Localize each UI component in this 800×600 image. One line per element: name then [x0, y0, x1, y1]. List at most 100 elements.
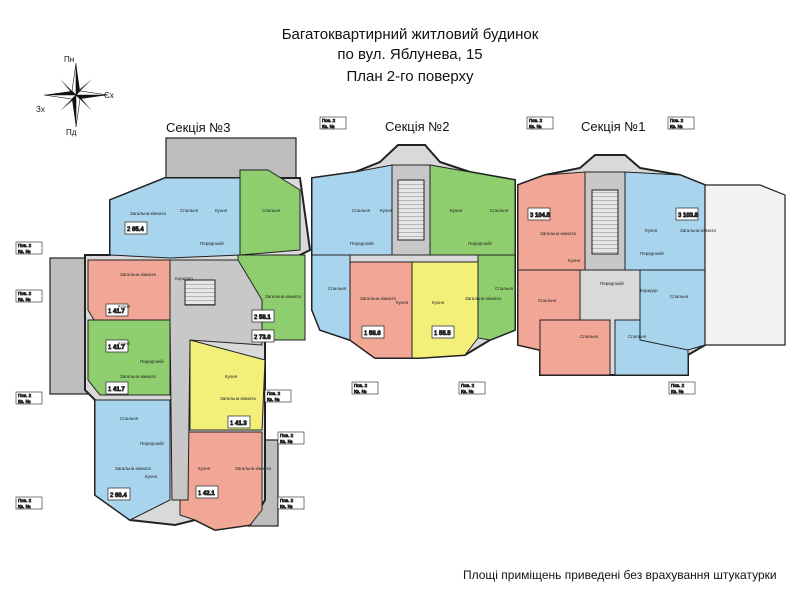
room-label: Передпокій — [200, 240, 224, 246]
room-label: Загальна кімната — [540, 231, 576, 236]
floor-tag: Пов. 2Кв. № — [15, 496, 43, 509]
apartment-number-label: Кв. № — [322, 124, 335, 129]
apartment-room-count: 2 — [254, 315, 258, 321]
room-label: Спальня — [538, 298, 557, 303]
room-label: Передпокій — [600, 280, 624, 286]
apartment-number-label: Кв. № — [18, 249, 31, 254]
room-label: Загальна кімната — [120, 272, 156, 277]
floor-tag: Пов. 2Кв. № — [667, 116, 695, 129]
apt-salmon-bottom-s1 — [539, 319, 611, 376]
compass-east: Сх — [104, 91, 114, 100]
room-label: Спальня — [490, 208, 509, 213]
apt-salmon-top-s1 — [517, 171, 586, 271]
floor-tag: Пов. 2Кв. № — [319, 116, 347, 129]
floor-tag: Пов. 2Кв. № — [15, 289, 43, 302]
apartment-total-area: 41.7 — [113, 345, 125, 351]
room-label: Загальна кімната — [265, 294, 301, 299]
apt-green-top-s3 — [239, 169, 301, 256]
floor-tag-label: Пов. 2 — [670, 118, 684, 123]
room-label: Спальня — [120, 416, 139, 421]
room-label: Кухня — [118, 304, 131, 309]
footnote: Площі приміщень приведені без врахування… — [463, 568, 777, 582]
floor-tag: Пов. 2Кв. № — [15, 391, 43, 404]
apartment-total-area: 73.0 — [259, 335, 271, 341]
apartment-number-label: Кв. № — [671, 389, 684, 394]
floor-tag-label: Пов. 2 — [671, 383, 685, 388]
floor-tag: Пов. 2Кв. № — [458, 381, 486, 394]
room-label: Кухня — [198, 466, 211, 471]
room-label: Кухня — [450, 208, 463, 213]
floor-tag-label: Пов. 2 — [354, 383, 368, 388]
room-label: Кухня — [145, 474, 158, 479]
section-2-label: Секція №2 — [385, 119, 450, 134]
plan-title-line2: по вул. Яблунева, 15 — [337, 46, 483, 63]
apartment-number-label: Кв. № — [461, 389, 474, 394]
room-label: Кухня — [645, 228, 658, 233]
floor-tag: Пов. 2Кв. № — [15, 241, 43, 254]
room-label: Спальня — [495, 286, 514, 291]
room-label: Спальня — [262, 208, 281, 213]
apartment-room-count: 3 — [530, 213, 534, 219]
floor-tag: Пов. 2Кв. № — [351, 381, 379, 394]
apt-salmon-s2 — [349, 261, 413, 359]
stairs-s3 — [184, 279, 216, 306]
room-label: Кухня — [215, 208, 228, 213]
plan-title-line3: План 2-го поверху — [346, 68, 474, 85]
floor-tag: Пов. 2Кв. № — [277, 431, 305, 444]
floor-tag-label: Пов. 2 — [280, 498, 294, 503]
apartment-room-count: 2 — [254, 335, 258, 341]
room-label: Загальна кімната — [235, 466, 271, 471]
floor-tag-label: Пов. 2 — [18, 393, 32, 398]
apt-blue-right-s1 — [639, 269, 706, 351]
apt-blue-top-s1 — [624, 171, 706, 271]
floor-tag-label: Пов. 2 — [18, 291, 32, 296]
room-label: Загальна кімната — [220, 396, 256, 401]
apt-blue-lower-left-s2 — [311, 254, 351, 341]
apartment-number-label: Кв. № — [18, 399, 31, 404]
compass-south: Пд — [66, 128, 77, 137]
apt-yellow-s3 — [189, 339, 266, 431]
apartment-room-count: 2 — [127, 227, 131, 233]
room-label: Спальня — [670, 294, 689, 299]
floor-tag-label: Пов. 2 — [18, 243, 32, 248]
apartment-total-area: 65.4 — [132, 227, 144, 233]
room-label: Спальня — [328, 286, 347, 291]
floor-tag-label: Пов. 2 — [461, 383, 475, 388]
apt-blue-top-s3 — [109, 177, 241, 259]
room-label: Кухня — [396, 300, 409, 305]
apartment-total-area: 55.5 — [439, 331, 451, 337]
compass-west: Зх — [36, 105, 45, 114]
room-label: Передпокій — [640, 250, 664, 256]
compass-rose: Пн Пд Сх Зх — [36, 55, 146, 137]
apt-salmon-bottom-s3 — [179, 431, 263, 531]
room-label: Спальня — [580, 334, 599, 339]
room-label: Загальна кімната — [680, 228, 716, 233]
room-label: Кухня — [380, 208, 393, 213]
apartment-room-count: 3 — [678, 213, 682, 219]
apartment-total-area: 42.1 — [203, 491, 215, 497]
apartment-room-count: 1 — [108, 387, 112, 393]
apartment-total-area: 41.3 — [235, 421, 247, 427]
room-label: Спальня — [352, 208, 371, 213]
apartment-total-area: 58.6 — [369, 331, 381, 337]
apartment-number-label: Кв. № — [267, 397, 280, 402]
apt-yellow-s2 — [411, 261, 479, 359]
room-label: Спальня — [628, 334, 647, 339]
floor-tag-label: Пов. 2 — [529, 118, 543, 123]
apartment-room-count: 1 — [434, 331, 438, 337]
apartment-total-area: 41.7 — [113, 309, 125, 315]
apartment-total-area: 60.4 — [115, 493, 127, 499]
terrace-right-s1 — [704, 184, 786, 346]
room-label: Передпокій — [140, 440, 164, 446]
floor-tag: Пов. 2Кв. № — [668, 381, 696, 394]
floor-tag-label: Пов. 2 — [18, 498, 32, 503]
